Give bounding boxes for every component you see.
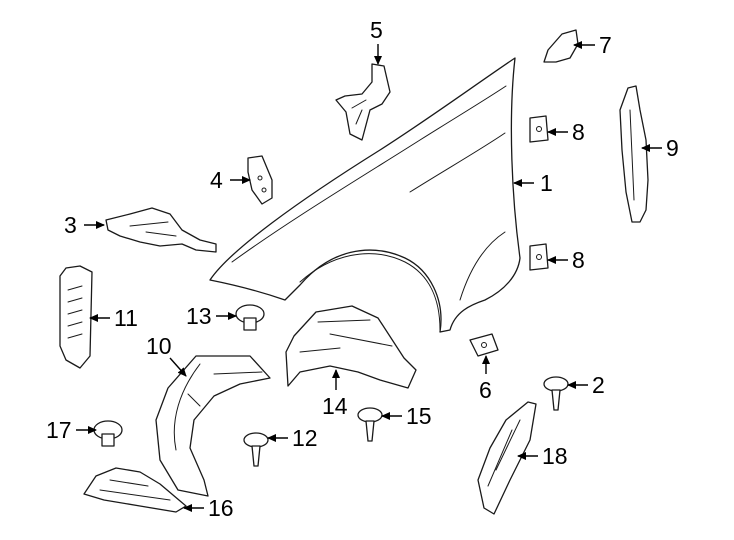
- callout-4: 4: [210, 167, 251, 193]
- callout-15: 15: [381, 403, 432, 429]
- part-panel-18: [477, 401, 537, 515]
- part-liner-14: [285, 305, 417, 389]
- callout-label-14: 14: [322, 393, 348, 419]
- callout-12: 12: [267, 425, 318, 451]
- callout-7: 7: [573, 32, 612, 58]
- callout-2: 2: [567, 372, 605, 398]
- callout-label-17: 17: [46, 417, 72, 443]
- part-clip-6: [469, 333, 499, 357]
- part-clip-8a: [529, 115, 549, 143]
- callout-8a: 8: [547, 119, 585, 145]
- callout-label-9: 9: [666, 135, 679, 161]
- callout-10: 10: [146, 333, 187, 377]
- callout-label-8b: 8: [572, 247, 585, 273]
- part-nut-17: [93, 420, 123, 447]
- part-fender: [209, 57, 521, 333]
- callout-1: 1: [513, 170, 553, 196]
- part-screw-12: [243, 432, 269, 467]
- callout-label-1: 1: [540, 170, 553, 196]
- part-bracket-7: [543, 29, 579, 63]
- part-bracket-5: [335, 63, 391, 141]
- callout-8b: 8: [547, 247, 585, 273]
- callout-3: 3: [64, 212, 105, 238]
- callout-label-10: 10: [146, 333, 172, 359]
- part-shield-16: [83, 467, 187, 513]
- callout-18: 18: [517, 443, 568, 469]
- callout-label-6: 6: [479, 377, 492, 403]
- callout-label-2: 2: [592, 372, 605, 398]
- callout-5: 5: [370, 17, 383, 65]
- part-seal-11: [59, 265, 93, 369]
- part-liner-10: [155, 355, 271, 497]
- callout-16: 16: [183, 495, 234, 521]
- callout-label-11: 11: [114, 305, 138, 331]
- callout-13: 13: [186, 303, 237, 329]
- callout-label-16: 16: [208, 495, 234, 521]
- callout-label-7: 7: [599, 32, 612, 58]
- part-screw-15: [357, 407, 383, 442]
- callout-label-3: 3: [64, 212, 77, 238]
- callout-11: 11: [89, 305, 138, 331]
- part-nut-13: [235, 304, 265, 331]
- callout-label-5: 5: [370, 17, 383, 43]
- callout-label-4: 4: [210, 167, 223, 193]
- callout-14: 14: [322, 369, 348, 419]
- callout-17: 17: [46, 417, 97, 443]
- part-bracket-3: [105, 207, 217, 253]
- part-bracket-4: [247, 155, 273, 205]
- part-screw-2: [543, 376, 569, 411]
- callout-label-13: 13: [186, 303, 212, 329]
- callout-label-12: 12: [292, 425, 318, 451]
- callout-label-15: 15: [406, 403, 432, 429]
- callout-9: 9: [641, 135, 679, 161]
- part-seal-9: [619, 85, 649, 223]
- callout-6: 6: [479, 355, 492, 403]
- callout-label-18: 18: [542, 443, 568, 469]
- callout-label-8a: 8: [572, 119, 585, 145]
- part-clip-8b: [529, 243, 549, 271]
